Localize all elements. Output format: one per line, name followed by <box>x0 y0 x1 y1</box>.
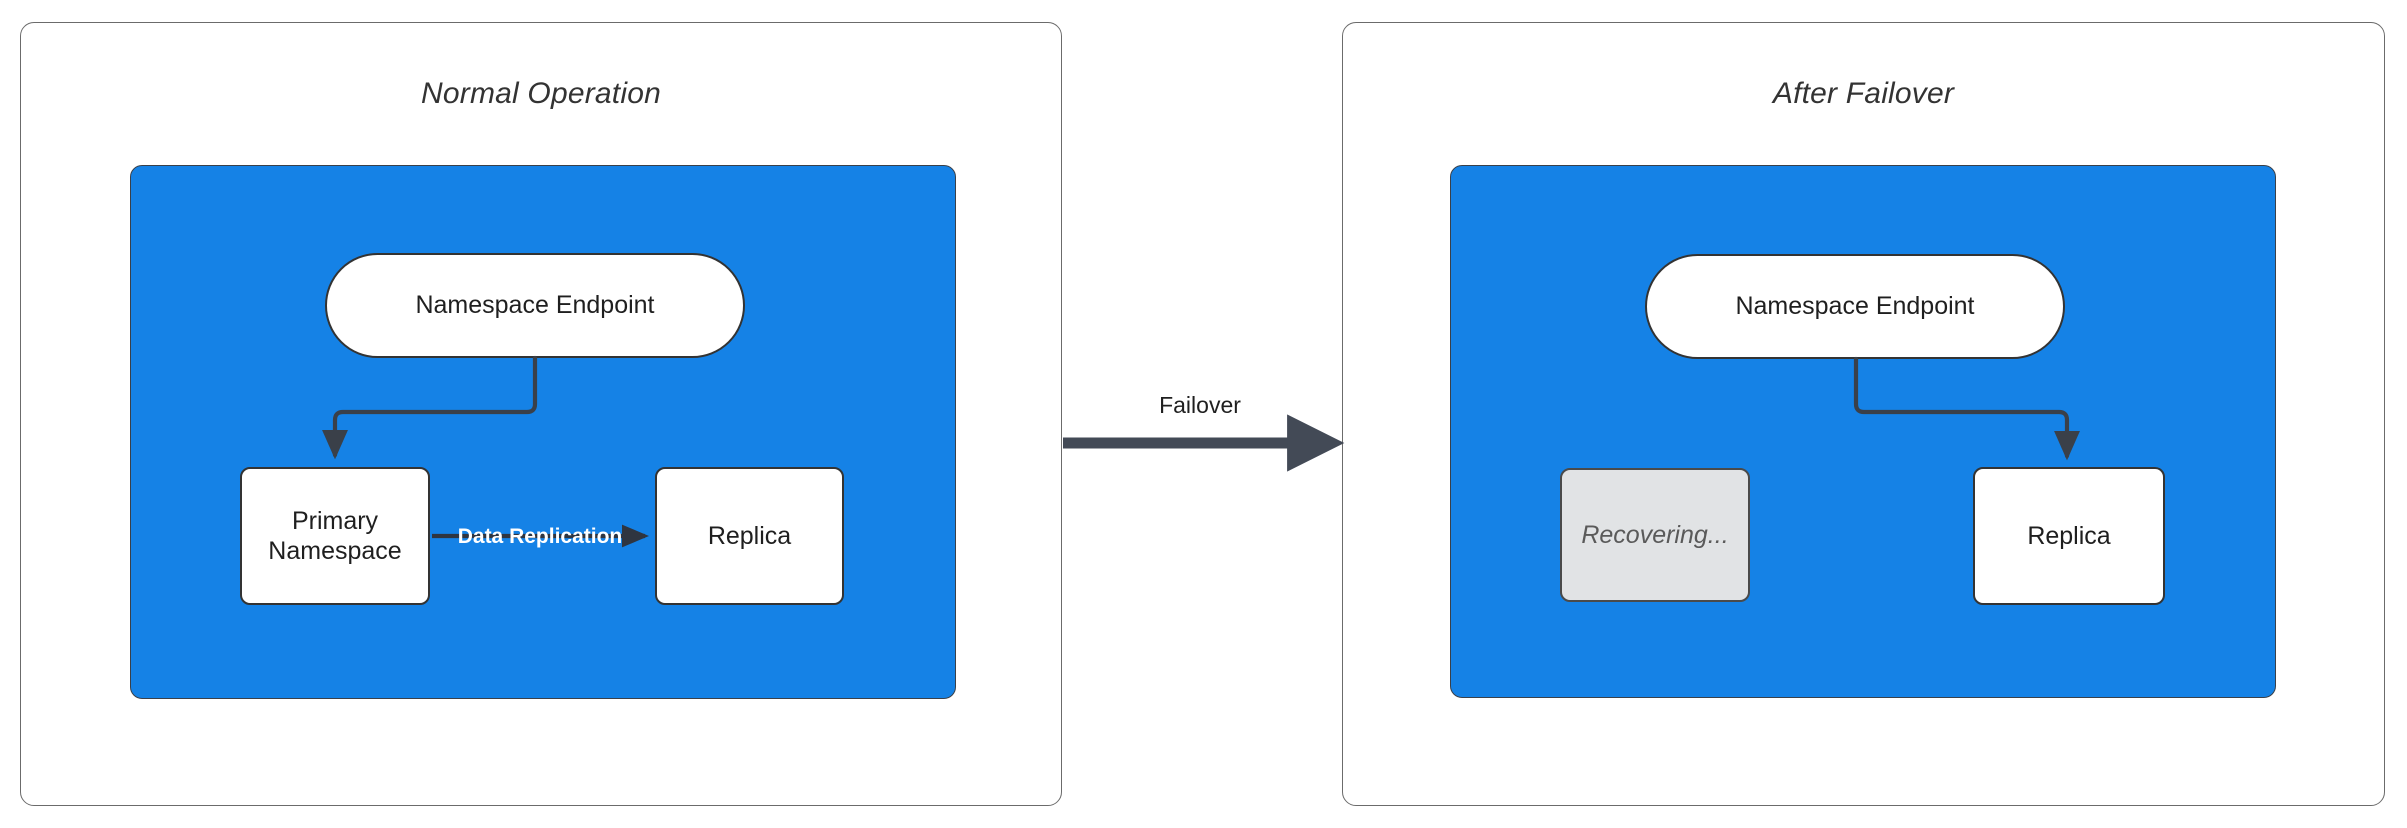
node-namespace-endpoint-failover[interactable]: Namespace Endpoint <box>1645 254 2065 359</box>
panel-title-normal-operation: Normal Operation <box>421 77 661 110</box>
panel-title-after-failover: After Failover <box>1772 77 1955 110</box>
subgraph-normal-operation <box>130 165 956 699</box>
node-replica-failover[interactable]: Replica <box>1973 467 2165 605</box>
node-primary-namespace-line1: Primary <box>291 506 379 535</box>
node-recovering[interactable]: Recovering... <box>1560 468 1750 602</box>
subgraph-after-failover <box>1450 165 2276 698</box>
node-namespace-endpoint-normal[interactable]: Namespace Endpoint <box>325 253 745 358</box>
node-primary-namespace-line2: Namespace <box>268 537 402 565</box>
node-replica-normal[interactable]: Replica <box>655 467 844 605</box>
node-primary-namespace-label: Primary Namespace <box>268 506 401 567</box>
edge-label-failover: Failover <box>1159 392 1241 418</box>
node-primary-namespace[interactable]: Primary Namespace <box>240 467 430 605</box>
edge-label-data-replication: Data Replication <box>457 525 623 548</box>
